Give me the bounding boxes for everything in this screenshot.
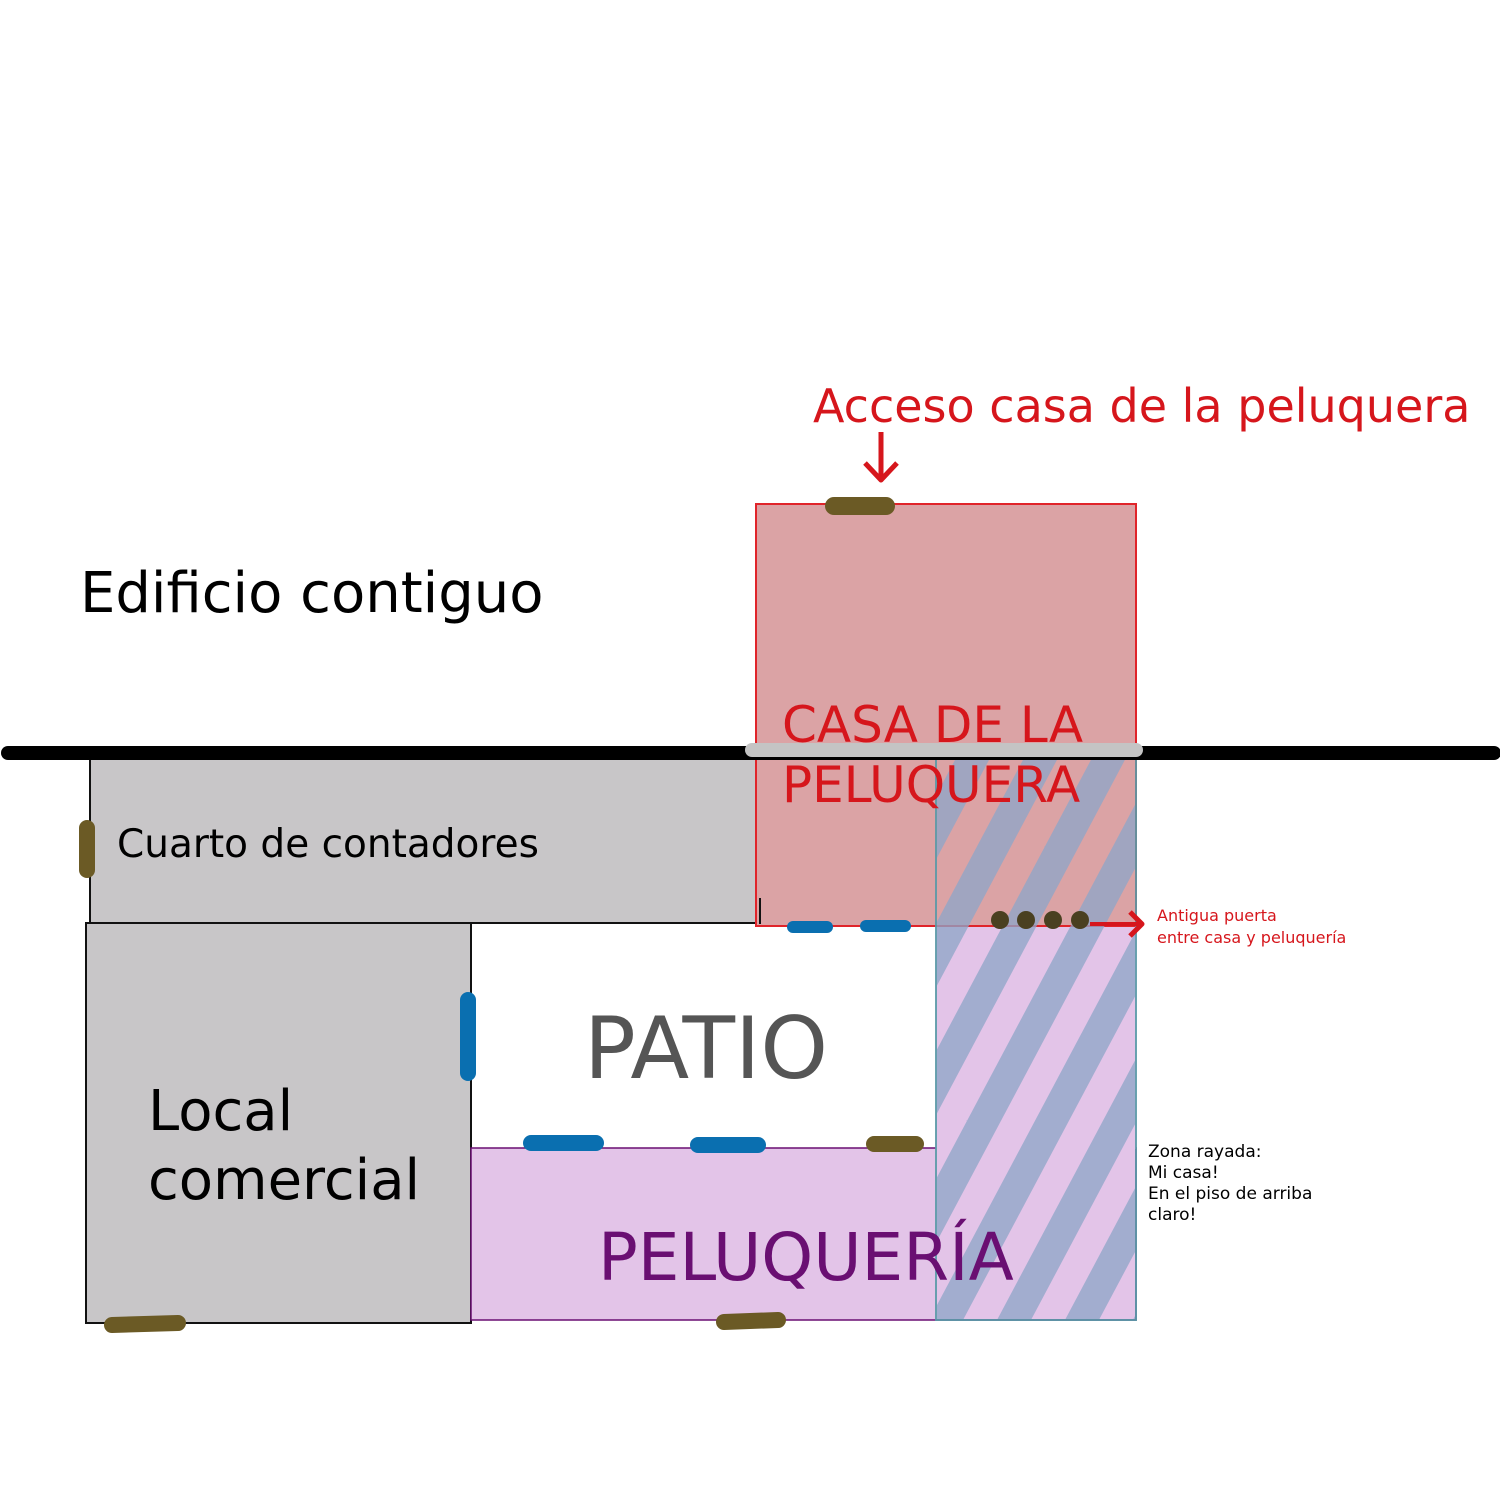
cuarto-contadores-room [89,756,759,924]
local-label-line1: Local [148,1079,293,1144]
local-comercial-room [85,922,472,1324]
zona-label-line2: Mi casa! [1148,1163,1219,1183]
acceso-label: Acceso casa de la peluquera [813,379,1470,433]
antigua-arrowhead-icon [1128,910,1145,938]
old-door-dot-icon [1017,911,1035,929]
zona-label-line4: claro! [1148,1205,1196,1225]
local-label-line2: comercial [148,1148,420,1213]
antigua-label-line1: Antigua puerta [1157,906,1277,925]
zona-label-line3: En el piso de arriba [1148,1184,1312,1204]
peluqueria-label: PELUQUERÍA [598,1218,1014,1296]
old-door-dot-icon [1071,911,1089,929]
old-door-dot-icon [1044,911,1062,929]
zona-label-line1: Zona rayada: [1148,1142,1261,1162]
cuarto-label: Cuarto de contadores [117,822,539,867]
patio-label: PATIO [584,999,828,1099]
acceso-arrowhead-icon [863,461,899,483]
casa-label-line1: CASA DE LA [782,696,1083,754]
casa-label-line2: PELUQUERA [782,756,1080,814]
local-street-door-icon [104,1315,186,1333]
edificio-label: Edificio contiguo [80,561,544,626]
zona-rayada-area [935,751,1137,1321]
antigua-label-line2: entre casa y peluquería [1157,928,1346,947]
old-door-dot-icon [991,911,1009,929]
peluqueria-street-door-icon [716,1312,786,1330]
